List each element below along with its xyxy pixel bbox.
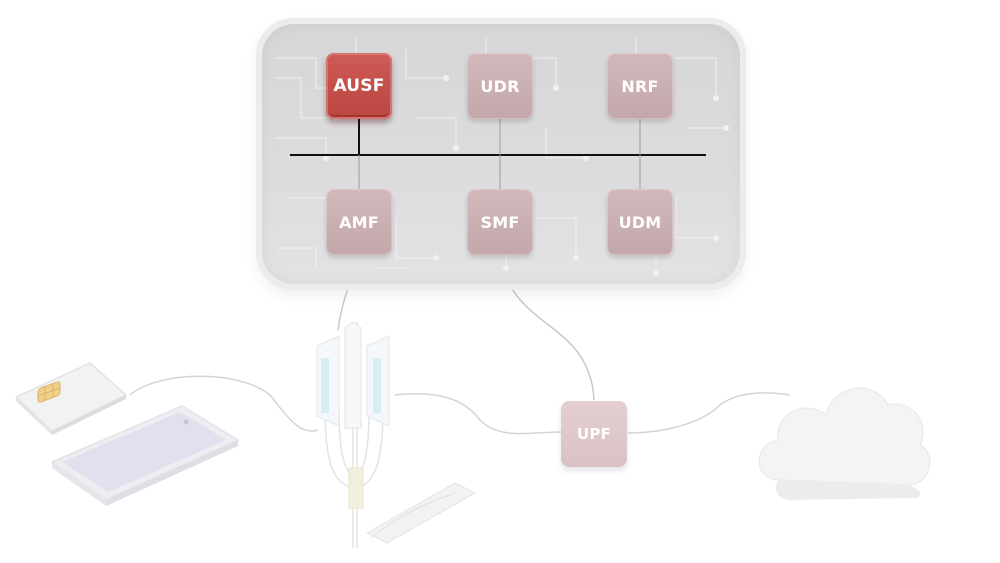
nrf-label: NRF <box>621 76 659 96</box>
amf-node: AMF <box>326 189 392 255</box>
sim-card-icon <box>14 362 128 435</box>
upf-node: UPF <box>561 401 627 467</box>
udr-label: UDR <box>480 76 520 96</box>
udm-node: UDM <box>607 189 673 255</box>
smartphone-icon <box>50 405 240 506</box>
nrf-node: NRF <box>607 53 673 119</box>
upf-cloud-link <box>627 392 791 434</box>
cloud-icon <box>758 387 931 500</box>
antenna-upf-link <box>394 393 562 435</box>
udm-label: UDM <box>618 212 662 232</box>
ausf-label: AUSF <box>333 76 385 96</box>
udr-node: UDR <box>467 53 533 119</box>
phone-antenna-link <box>129 375 319 432</box>
antenna-tower-icon <box>316 321 477 548</box>
ausf-node: AUSF <box>326 53 392 119</box>
upf-label: UPF <box>576 425 612 443</box>
smf-label: SMF <box>480 212 520 232</box>
smf-node: SMF <box>467 189 533 255</box>
amf-label: AMF <box>339 212 379 232</box>
